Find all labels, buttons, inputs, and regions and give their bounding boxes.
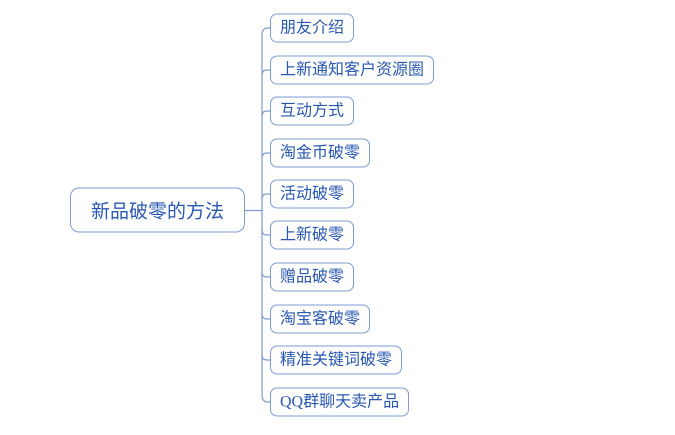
branch-line — [261, 229, 271, 236]
child-node-taojinbi[interactable]: 淘金币破零 — [270, 138, 371, 168]
branch-line — [261, 152, 271, 159]
root-node[interactable]: 新品破零的方法 — [70, 187, 245, 233]
branch-line — [261, 313, 271, 320]
branch-line — [261, 69, 271, 76]
trunk-line — [261, 27, 271, 403]
child-node-new-arrival-notify[interactable]: 上新通知客户资源圈 — [270, 55, 435, 85]
child-node-gift[interactable]: 赠品破零 — [270, 262, 355, 292]
branch-line — [261, 354, 271, 361]
child-node-activity[interactable]: 活动破零 — [270, 179, 355, 209]
child-node-keyword[interactable]: 精准关键词破零 — [270, 345, 403, 375]
branch-line — [261, 110, 271, 117]
child-node-taobaoke[interactable]: 淘宝客破零 — [270, 304, 371, 334]
child-node-friend-intro[interactable]: 朋友介绍 — [270, 13, 355, 43]
child-node-interaction[interactable]: 互动方式 — [270, 96, 355, 126]
child-node-new-arrival[interactable]: 上新破零 — [270, 220, 355, 250]
branch-line — [261, 193, 271, 200]
child-node-qq-group[interactable]: QQ群聊天卖产品 — [270, 387, 410, 417]
branch-line — [261, 271, 271, 278]
